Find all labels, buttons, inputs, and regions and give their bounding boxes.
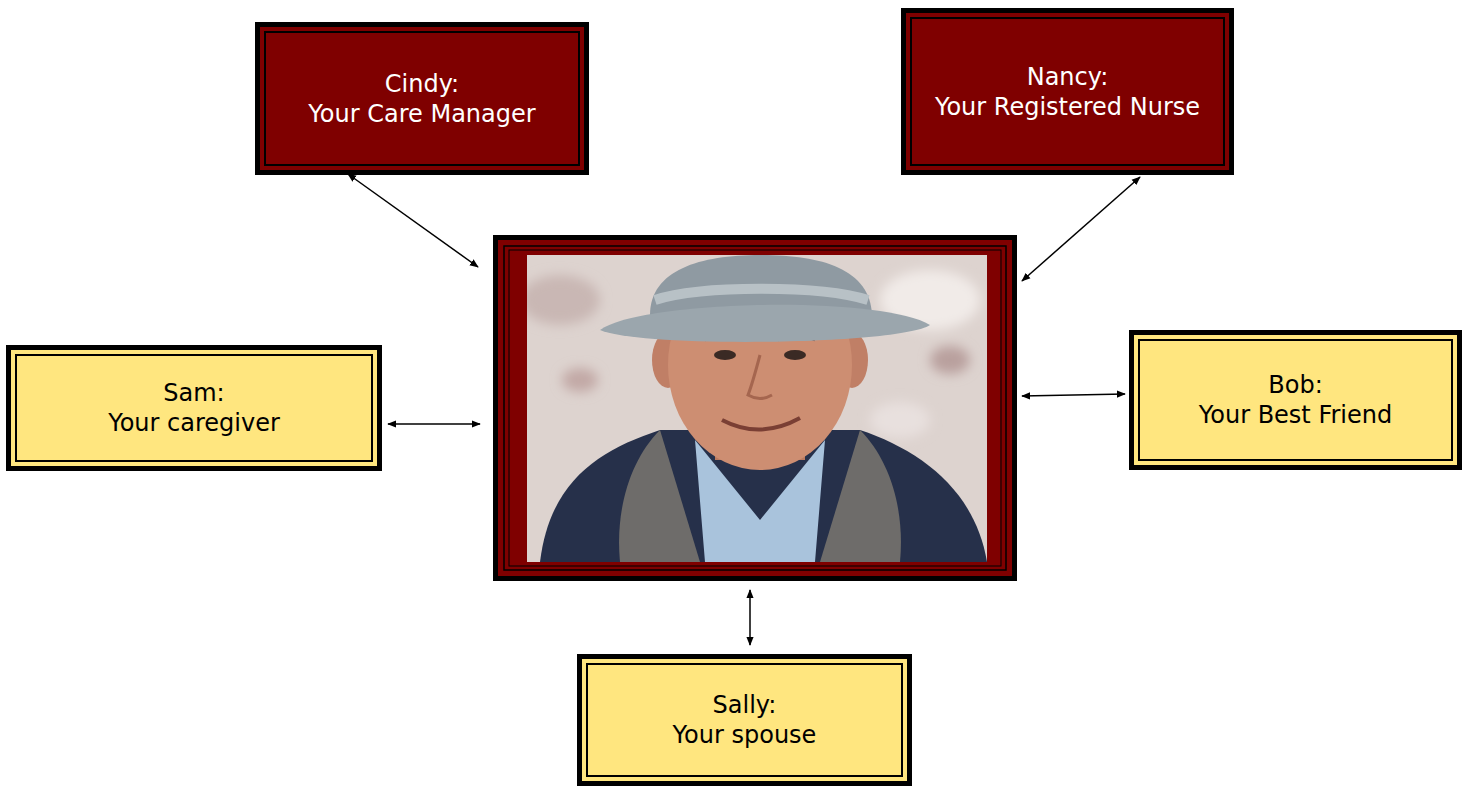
smile [722, 418, 800, 430]
person-name: Sam: [163, 378, 224, 408]
role-text: Your spouse [673, 720, 817, 750]
person-box: Bob:Your Best Friend [1129, 330, 1462, 470]
role-text: Your Registered Nurse [935, 92, 1200, 122]
portrait-photo [527, 255, 987, 562]
tweed-lapel [619, 430, 700, 562]
tweed-lapel [820, 430, 901, 562]
role-text: Your caregiver [108, 408, 280, 438]
double-arrow [1022, 394, 1125, 396]
person-name: Cindy: [385, 69, 459, 99]
photo-frame [493, 235, 1017, 581]
photo-frame-line [504, 246, 1006, 570]
double-arrow [388, 423, 480, 425]
hat-brim [600, 305, 930, 342]
role-text: Your Care Manager [308, 99, 535, 129]
staff-box: Nancy:Your Registered Nurse [901, 8, 1234, 175]
person-name: Bob: [1268, 370, 1322, 400]
role-text: Your Best Friend [1199, 400, 1392, 430]
photo-frame-band [498, 240, 1012, 576]
staff-box: Cindy:Your Care Manager [255, 22, 589, 175]
person-name: Sally: [713, 690, 777, 720]
eye [784, 350, 806, 360]
double-arrow [749, 590, 751, 645]
person-box: Sally:Your spouse [577, 654, 912, 786]
person-name: Nancy: [1027, 62, 1109, 92]
nose [748, 355, 772, 399]
hat-band [655, 289, 868, 300]
person-box: Sam:Your caregiver [6, 345, 382, 471]
double-arrow [1022, 177, 1140, 281]
photo-frame-line [509, 250, 1001, 566]
double-arrow [348, 174, 478, 267]
eye [714, 350, 736, 360]
arrow-group [348, 174, 1140, 645]
